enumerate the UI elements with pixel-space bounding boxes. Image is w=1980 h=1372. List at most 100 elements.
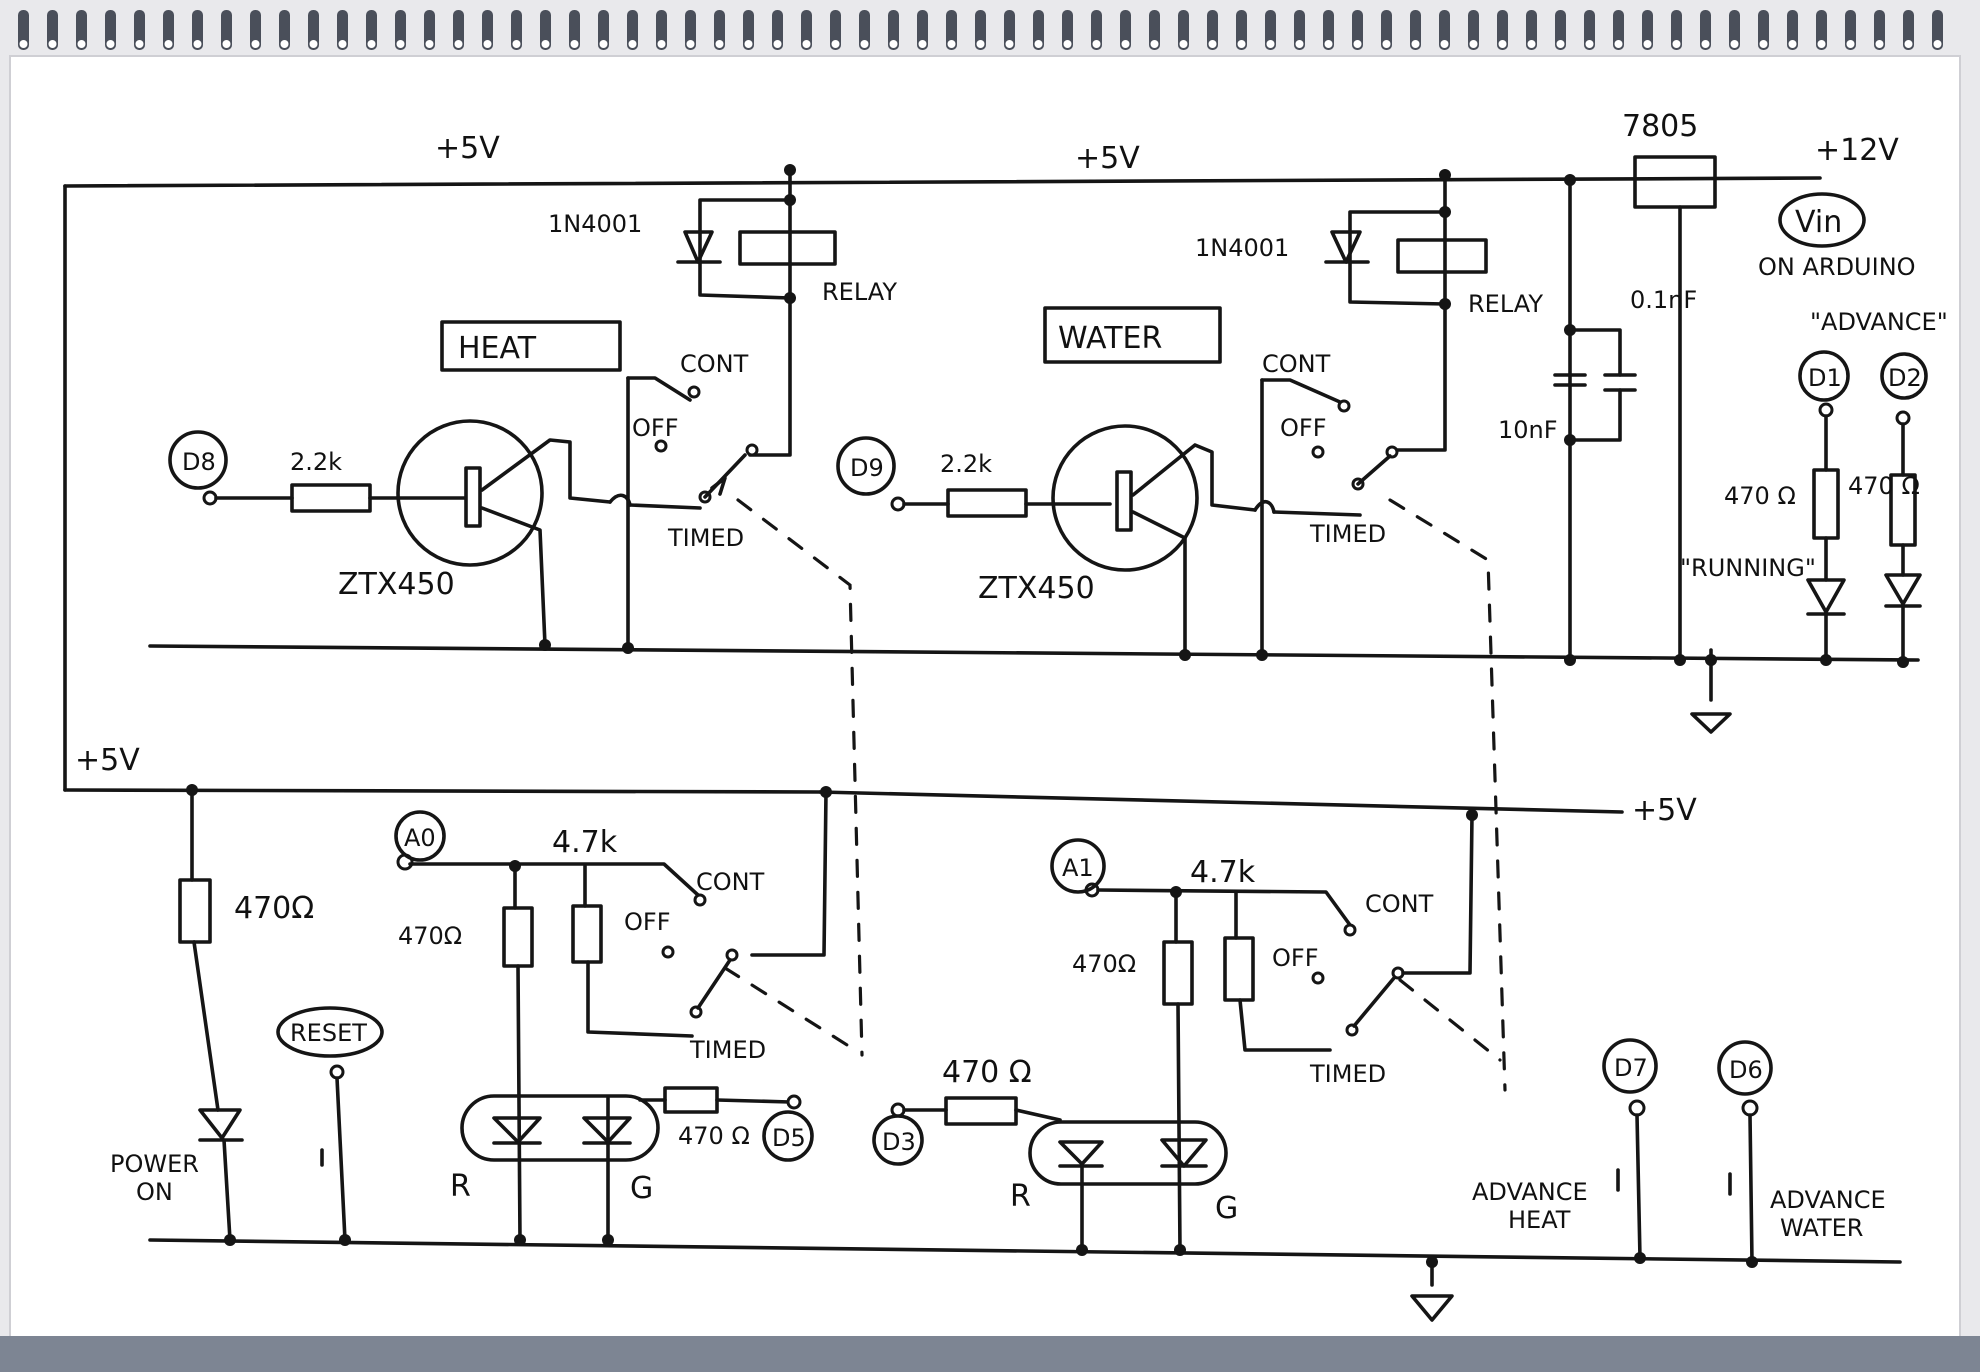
spiral-hole bbox=[1643, 40, 1652, 48]
water-resistor-label: 2.2k bbox=[940, 450, 992, 478]
vin-circle bbox=[1778, 192, 1866, 248]
spiral-ring bbox=[1613, 10, 1624, 50]
d7-circle bbox=[1602, 1038, 1658, 1094]
spiral-hole bbox=[483, 40, 492, 48]
spiral-ring bbox=[1207, 10, 1218, 50]
a0-timed-label: TIMED bbox=[689, 1036, 766, 1064]
spiral-hole bbox=[802, 40, 811, 48]
spiral-ring bbox=[1004, 10, 1015, 50]
a0-led-g-label: G bbox=[630, 1171, 653, 1206]
spiral-hole bbox=[1063, 40, 1072, 48]
spiral-hole bbox=[19, 40, 28, 48]
junction-dot bbox=[224, 1234, 236, 1246]
spiral-hole bbox=[1672, 40, 1681, 48]
running-label: "RUNNING" bbox=[1680, 554, 1816, 582]
spiral-hole bbox=[1208, 40, 1217, 48]
spiral-hole bbox=[309, 40, 318, 48]
d3-label: D3 bbox=[882, 1128, 916, 1156]
spiral-ring bbox=[366, 10, 377, 50]
spiral-hole bbox=[1353, 40, 1362, 48]
spiral-hole bbox=[1295, 40, 1304, 48]
spiral-hole bbox=[1411, 40, 1420, 48]
junction-dot bbox=[1746, 1256, 1758, 1268]
spiral-hole bbox=[1875, 40, 1884, 48]
power-res-label: 470Ω bbox=[234, 891, 314, 926]
spiral-ring bbox=[859, 10, 870, 50]
heat-title: HEAT bbox=[458, 331, 537, 366]
spiral-hole bbox=[1904, 40, 1913, 48]
spiral-ring bbox=[598, 10, 609, 50]
water-pin-circle bbox=[836, 436, 896, 496]
spiral-hole bbox=[1005, 40, 1014, 48]
junction-dot bbox=[1076, 1244, 1088, 1256]
spiral-hole bbox=[77, 40, 86, 48]
cap-label-1: 0.1nF bbox=[1630, 286, 1697, 314]
spiral-ring bbox=[1033, 10, 1044, 50]
spiral-ring bbox=[1874, 10, 1885, 50]
junction-dot bbox=[1564, 324, 1576, 336]
spiral-hole bbox=[512, 40, 521, 48]
circuit-wiring bbox=[63, 155, 1922, 1322]
vin-note: ON ARDUINO bbox=[1758, 253, 1916, 281]
spiral-hole bbox=[715, 40, 724, 48]
spiral-hole bbox=[1440, 40, 1449, 48]
junction-dot bbox=[1426, 1256, 1438, 1268]
spiral-ring bbox=[105, 10, 116, 50]
spiral-ring bbox=[1526, 10, 1537, 50]
spiral-ring bbox=[1410, 10, 1421, 50]
spiral-ring bbox=[1062, 10, 1073, 50]
spiral-hole bbox=[135, 40, 144, 48]
heat-off-label: OFF bbox=[632, 414, 679, 442]
spiral-ring bbox=[221, 10, 232, 50]
a1-led-g-label: G bbox=[1215, 1191, 1238, 1226]
a1-circle bbox=[1050, 838, 1106, 894]
heat-resistor-label: 2.2k bbox=[290, 448, 342, 476]
reset-circle bbox=[276, 1006, 384, 1058]
spiral-hole bbox=[1469, 40, 1478, 48]
bicolor-led-left bbox=[460, 1094, 660, 1162]
spiral-ring bbox=[1468, 10, 1479, 50]
junction-dot bbox=[186, 784, 198, 796]
spiral-ring bbox=[627, 10, 638, 50]
junction-dot bbox=[1466, 809, 1478, 821]
spiral-hole bbox=[367, 40, 376, 48]
spiral-ring bbox=[1178, 10, 1189, 50]
a0-led-r-label: R bbox=[450, 1169, 471, 1204]
spiral-hole bbox=[1730, 40, 1739, 48]
d6-label: D6 bbox=[1729, 1056, 1763, 1084]
water-relay-coil bbox=[1396, 238, 1488, 274]
spiral-ring bbox=[1120, 10, 1131, 50]
spiral-hole bbox=[1034, 40, 1043, 48]
adv-heat-label-2: HEAT bbox=[1508, 1206, 1571, 1234]
junction-dot bbox=[1564, 654, 1576, 666]
d3-circle bbox=[872, 1114, 924, 1166]
junction-dot bbox=[820, 786, 832, 798]
a0-res-led-label: 470 Ω bbox=[678, 1122, 750, 1150]
spiral-hole bbox=[1266, 40, 1275, 48]
spiral-hole bbox=[1527, 40, 1536, 48]
junction-dot bbox=[622, 642, 634, 654]
spiral-hole bbox=[976, 40, 985, 48]
junction-dot bbox=[602, 1234, 614, 1246]
water-timed-label: TIMED bbox=[1309, 520, 1386, 548]
a0-off-label: OFF bbox=[624, 908, 671, 936]
notebook-bottom-edge bbox=[0, 1336, 1980, 1372]
spiral-ring bbox=[1236, 10, 1247, 50]
spiral-hole bbox=[48, 40, 57, 48]
spiral-hole bbox=[164, 40, 173, 48]
regulator-label: 7805 bbox=[1622, 109, 1698, 144]
a1-r-left-label: 470Ω bbox=[1072, 950, 1136, 978]
spiral-hole bbox=[396, 40, 405, 48]
junction-dot bbox=[514, 1234, 526, 1246]
spiral-ring bbox=[1352, 10, 1363, 50]
spiral-ring bbox=[830, 10, 841, 50]
spiral-ring bbox=[76, 10, 87, 50]
spiral-ring bbox=[1497, 10, 1508, 50]
junction-dot bbox=[339, 1234, 351, 1246]
d1-circle bbox=[1798, 350, 1850, 402]
spiral-hole bbox=[454, 40, 463, 48]
heat-cont-label: CONT bbox=[680, 350, 749, 378]
spiral-ring bbox=[1903, 10, 1914, 50]
spiral-binding bbox=[18, 10, 1943, 50]
junction-dots bbox=[186, 164, 1909, 1268]
